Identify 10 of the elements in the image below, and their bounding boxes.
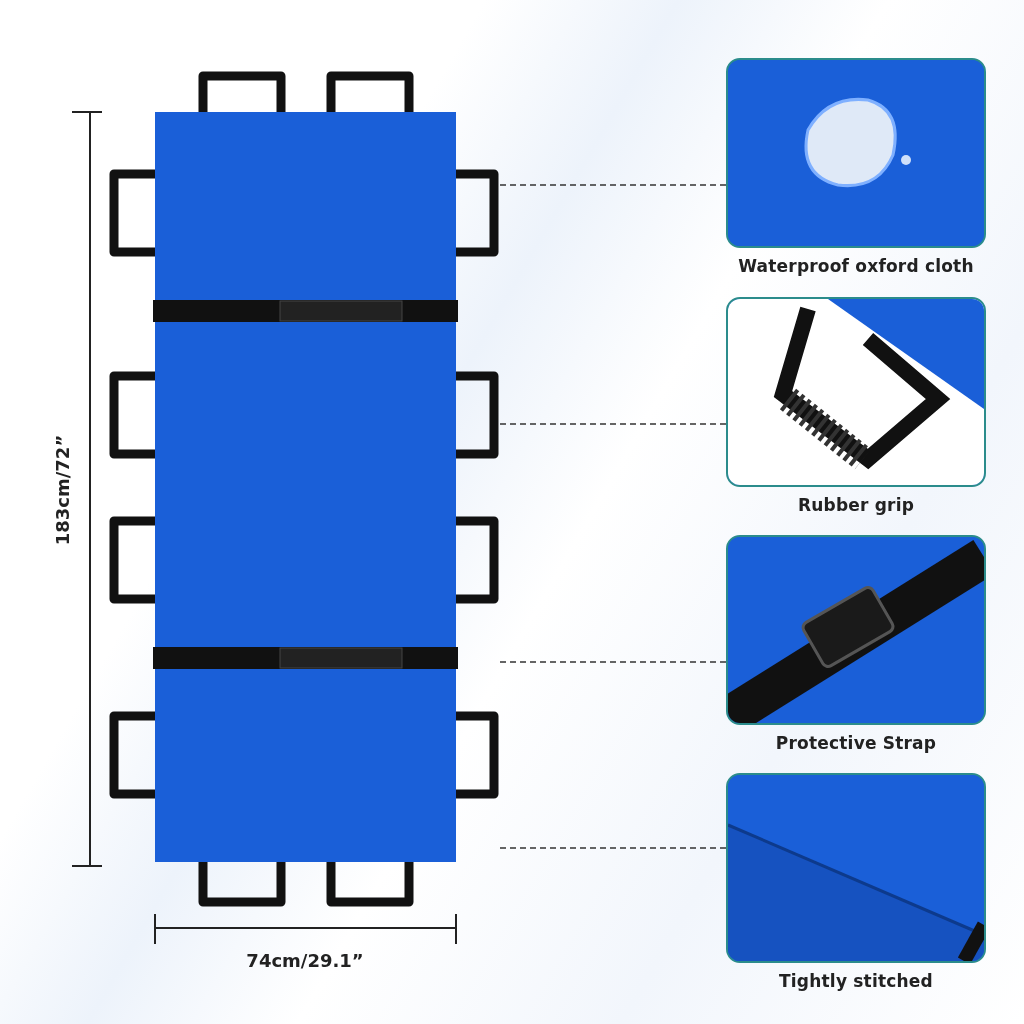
dimension-label: 183cm/72” — [51, 434, 73, 546]
photo-caption: Rubber grip — [796, 495, 916, 515]
leader-line — [499, 423, 727, 425]
photo-caption: Waterproof oxford cloth — [737, 256, 975, 276]
dimension-label: 74cm/29.1” — [246, 950, 364, 971]
leader-line — [499, 847, 727, 849]
leader-line — [499, 661, 727, 663]
photo-caption: Tightly stitched — [778, 971, 934, 991]
leader-line — [499, 184, 727, 186]
photo-caption: Protective Strap — [774, 733, 938, 753]
